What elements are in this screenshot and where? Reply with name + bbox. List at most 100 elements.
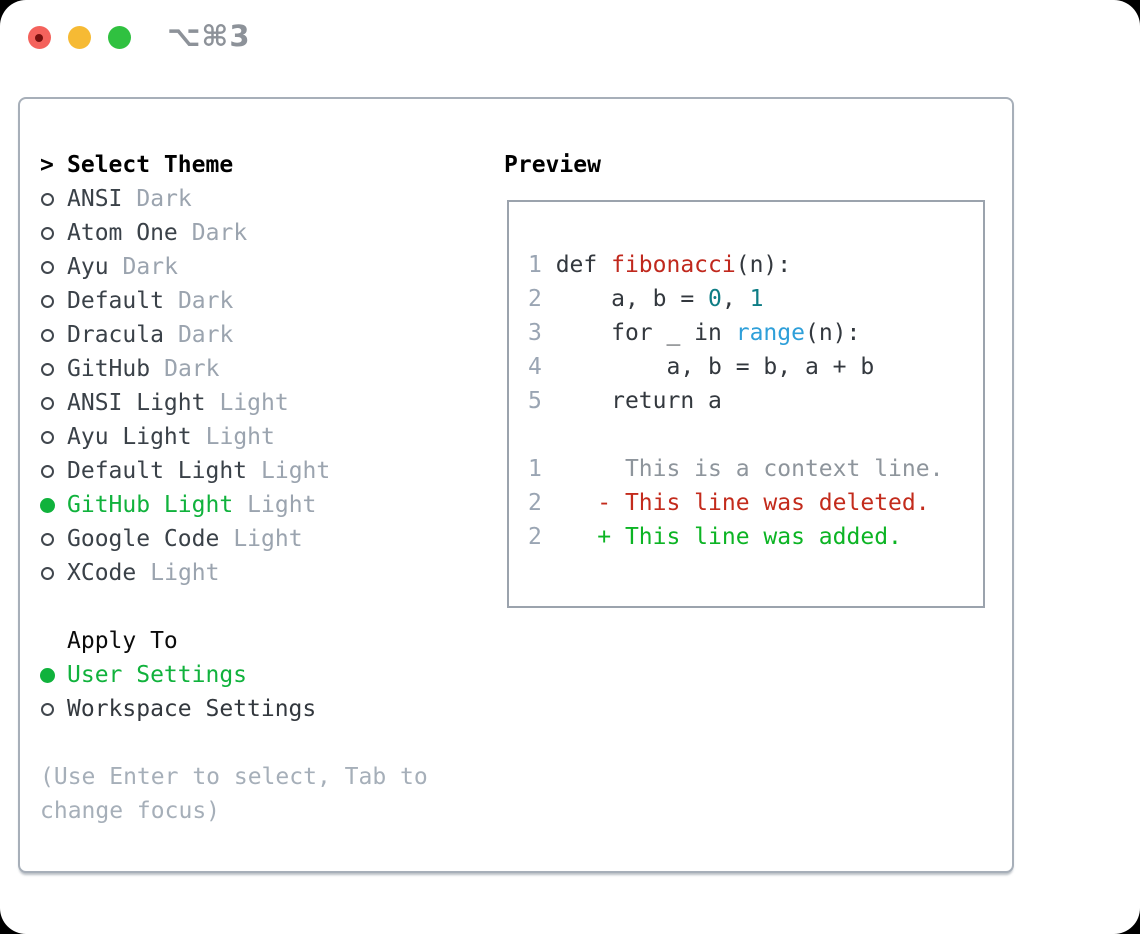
code-line: 2 a, b = 0, 1: [528, 282, 983, 316]
code-segment-code: a, b =: [555, 286, 709, 312]
code-segment-code: for _ in: [555, 320, 736, 346]
marker: [40, 667, 67, 683]
code-segment-num: 1: [528, 456, 556, 482]
radio-icon: [41, 430, 54, 444]
theme-name: Default Light: [67, 458, 248, 484]
code-segment-code: ,: [721, 286, 750, 312]
theme-option-atom-one[interactable]: Atom One Dark: [40, 216, 458, 250]
theme-name: Ayu Light: [67, 424, 192, 450]
marker: [40, 328, 67, 342]
theme-name: ANSI Light: [67, 390, 206, 416]
code-line: 1 def fibonacci(n):: [528, 248, 983, 282]
code-segment-add: + This line was added.: [555, 524, 902, 550]
code-line: 2 - This line was deleted.: [528, 486, 983, 520]
marker: [40, 396, 67, 410]
code-segment-num: 2: [528, 490, 556, 516]
marker: [40, 532, 67, 546]
code-segment-code: return a: [555, 388, 722, 414]
theme-option-default[interactable]: Default Dark: [40, 284, 458, 318]
code-segment-code: (n):: [804, 320, 861, 346]
apply-to-title: Apply To: [67, 628, 178, 654]
theme-variant: Light: [233, 526, 303, 552]
theme-option-ayu-light[interactable]: Ayu Light Light: [40, 420, 458, 454]
code-segment-code: def: [555, 252, 612, 278]
theme-variant: Light: [205, 424, 275, 450]
marker: [40, 702, 67, 716]
marker: [40, 260, 67, 274]
apply-option-label: Workspace Settings: [67, 696, 317, 722]
theme-variant: Light: [247, 492, 317, 518]
theme-list-header: > Select Theme: [40, 148, 458, 182]
code-line: [528, 418, 983, 452]
code-segment-code: (n):: [735, 252, 792, 278]
apply-to-header: Apply To: [40, 624, 458, 658]
marker: [40, 362, 67, 376]
apply-option-workspace-settings[interactable]: Workspace Settings: [40, 692, 458, 726]
radio-icon: [41, 226, 54, 240]
preview-title: Preview: [504, 152, 601, 178]
theme-variant: Light: [150, 560, 220, 586]
code-segment-del: - This line was deleted.: [555, 490, 930, 516]
theme-option-default-light[interactable]: Default Light Light: [40, 454, 458, 488]
marker: [40, 430, 67, 444]
theme-list-title: Select Theme: [67, 152, 234, 178]
theme-option-ayu[interactable]: Ayu Dark: [40, 250, 458, 284]
marker: [40, 566, 67, 580]
theme-option-ansi-light[interactable]: ANSI Light Light: [40, 386, 458, 420]
apply-option-user-settings[interactable]: User Settings: [40, 658, 458, 692]
theme-variant: Light: [219, 390, 289, 416]
window-title: ⌥⌘3: [167, 19, 251, 53]
theme-variant: Light: [261, 458, 331, 484]
unsaved-indicator-dot: [35, 34, 43, 42]
radio-selected-icon: [40, 497, 55, 513]
code-segment-ctx: This is a context line.: [555, 456, 944, 482]
theme-name: GitHub: [67, 356, 151, 382]
code-line: 5 return a: [528, 384, 983, 418]
radio-icon: [41, 362, 54, 376]
theme-option-ansi[interactable]: ANSI Dark: [40, 182, 458, 216]
code-line: 1 This is a context line.: [528, 452, 983, 486]
code-segment-num: 3: [528, 320, 556, 346]
keyboard-hint: (Use Enter to select, Tab to change focu…: [40, 764, 428, 824]
radio-icon: [41, 702, 54, 716]
code-segment-num: 2: [528, 524, 556, 550]
theme-name: XCode: [67, 560, 137, 586]
theme-variant: Dark: [136, 186, 192, 212]
code-line: 4 a, b = b, a + b: [528, 350, 983, 384]
code-line: 3 for _ in range(n):: [528, 316, 983, 350]
theme-variant: Dark: [164, 356, 220, 382]
code-segment-num: 1: [528, 252, 556, 278]
theme-name: Default: [67, 288, 164, 314]
radio-icon: [41, 294, 54, 308]
marker: [40, 226, 67, 240]
theme-name: Atom One: [67, 220, 178, 246]
marker: [40, 192, 67, 206]
radio-icon: [41, 396, 54, 410]
theme-name: GitHub Light: [67, 492, 234, 518]
theme-variant: Dark: [177, 288, 234, 314]
radio-icon: [41, 566, 54, 580]
theme-option-github[interactable]: GitHub Dark: [40, 352, 458, 386]
spacer: [40, 726, 458, 760]
theme-variant: Dark: [191, 220, 248, 246]
spacer: [40, 590, 458, 624]
theme-variant: Dark: [122, 254, 178, 280]
theme-option-xcode[interactable]: XCode Light: [40, 556, 458, 590]
theme-name: Ayu: [67, 254, 109, 280]
zoom-button[interactable]: [108, 26, 131, 49]
close-button[interactable]: [28, 26, 51, 49]
code-segment-code: a, b = b, a + b: [555, 354, 875, 380]
marker: [40, 497, 67, 513]
theme-name: ANSI: [67, 186, 123, 212]
marker: [40, 294, 67, 308]
minimize-button[interactable]: [68, 26, 91, 49]
theme-option-github-light[interactable]: GitHub Light Light: [40, 488, 458, 522]
